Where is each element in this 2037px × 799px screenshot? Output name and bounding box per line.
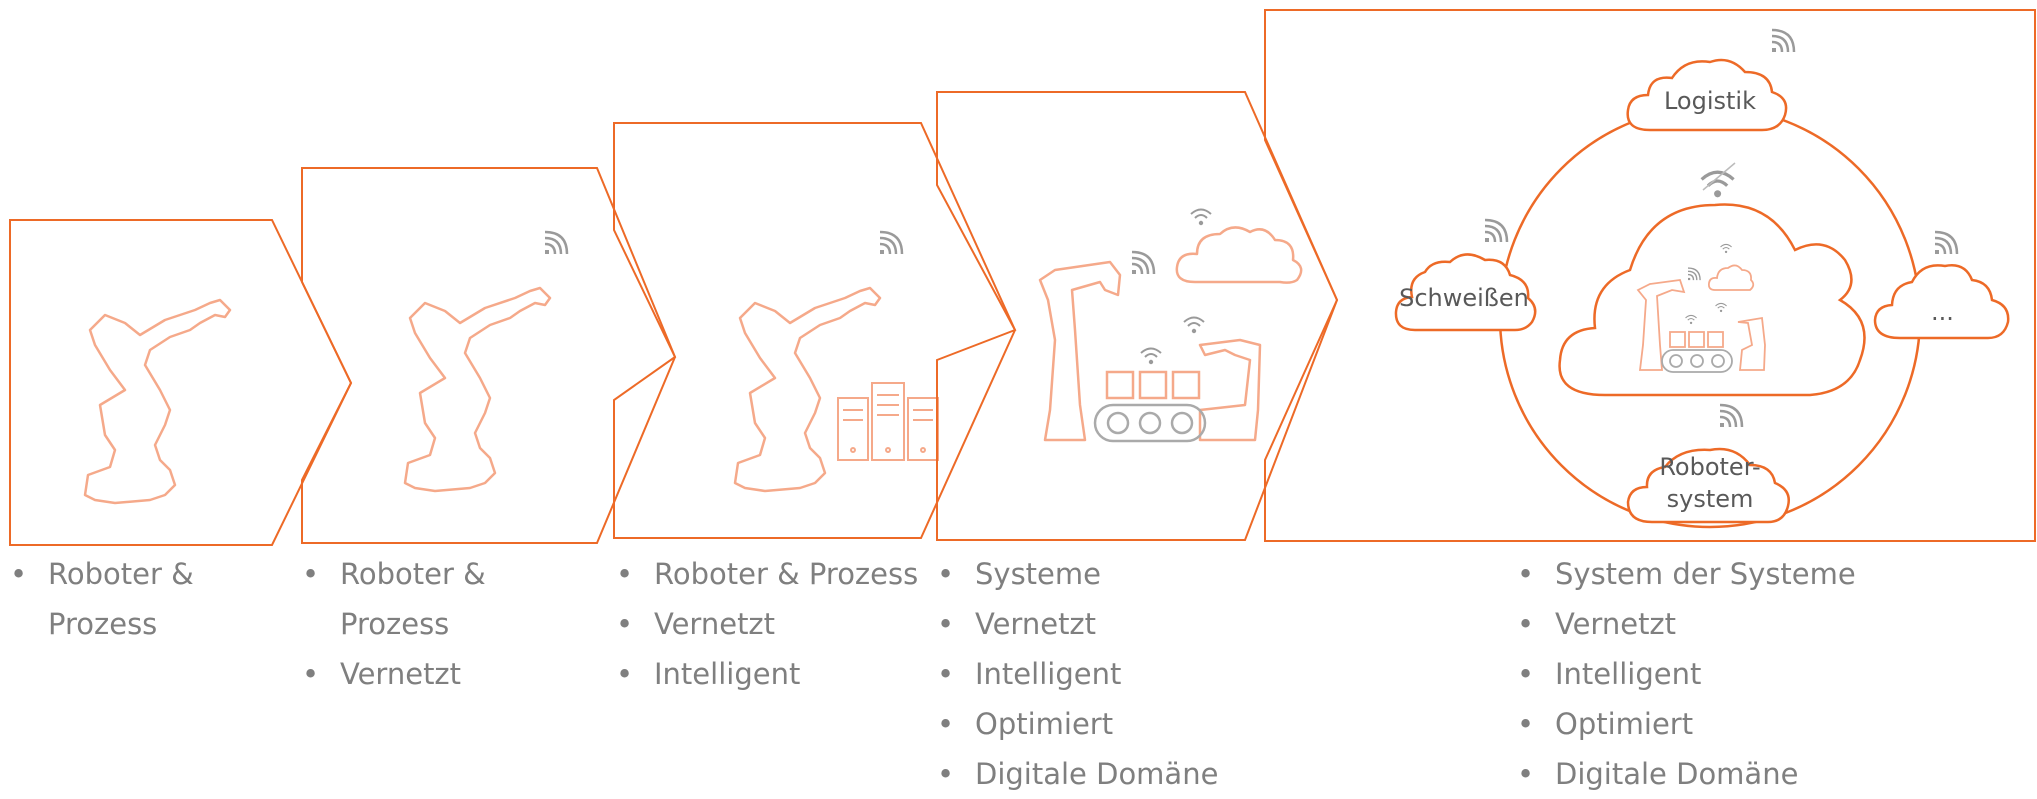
robot-arm-icon [1038,260,1262,442]
bullet-item: Intelligent [1517,649,1917,699]
robot-arm-icon [403,286,552,493]
bullet-item: Systeme [937,549,1257,599]
bullet-item: Intelligent [616,649,946,699]
wifi-icon [1933,230,1959,256]
stage-1 [9,219,353,546]
stage-3 [613,122,1017,539]
mini-factory-icon [1636,264,1766,373]
bullet-item: Roboter & Prozess [616,549,946,599]
wifi-icon [1770,28,1796,54]
conveyor-belt-icon [1093,370,1207,443]
wifi-up-icon [1183,316,1205,335]
bullet-item: Roboter & Prozess [10,549,230,649]
robot-arm-icon [83,298,232,505]
stage-2-bullets: Roboter & Prozess Vernetzt [302,549,532,699]
server-rack-icon [837,382,939,461]
signal-line [1702,162,1736,191]
bullet-item: Digitale Domäne [937,749,1257,799]
wifi-icon [1700,170,1736,199]
stage-2 [301,167,677,544]
stage-5-frame [1264,9,2036,542]
bullet-item: Optimiert [937,699,1257,749]
stage-5-bullets: System der Systeme Vernetzt Intelligent … [1517,549,1917,799]
stage-4-chevron [936,91,1339,541]
bullet-item: Vernetzt [616,599,946,649]
robotersystem-label: Roboter- system [1640,451,1780,515]
wifi-icon [1130,250,1156,276]
cloud-icon [1175,226,1303,284]
bullet-item: Vernetzt [1517,599,1917,649]
more-cloud [1873,264,2010,340]
bullet-item: Intelligent [937,649,1257,699]
stage-1-chevron [9,219,353,546]
wifi-icon [543,230,569,256]
bullet-item: System der Systeme [1517,549,1917,599]
stage-3-chevron [613,122,1017,539]
wifi-icon [878,230,904,256]
robotersystem-cloud [1626,447,1790,524]
bullet-item: Optimiert [1517,699,1917,749]
bullet-item: Digitale Domäne [1517,749,1917,799]
stage-5 [1264,9,2036,542]
wifi-up-icon [1140,347,1162,366]
wifi-icon [1718,403,1744,429]
wifi-icon [1483,218,1509,244]
schweissen-label: Schweißen [1399,284,1529,312]
central-cloud [1558,203,1866,397]
stage-1-bullets: Roboter & Prozess [10,549,230,649]
schweissen-cloud [1394,253,1537,332]
logistik-cloud [1626,58,1788,132]
stage-4-bullets: Systeme Vernetzt Intelligent Optimiert D… [937,549,1257,799]
bullet-item: Vernetzt [937,599,1257,649]
stage-4 [936,91,1339,541]
bullet-item: Vernetzt [302,649,532,699]
robotersystem-label-line2: system [1666,485,1754,513]
wifi-up-icon [1190,208,1212,227]
more-label: ... [1931,298,1954,326]
logistik-label: Logistik [1663,87,1756,115]
stage-2-chevron [301,167,677,544]
bullet-item: Roboter & Prozess [302,549,532,649]
stage-3-bullets: Roboter & Prozess Vernetzt Intelligent [616,549,946,699]
robotersystem-label-line1: Roboter- [1659,453,1761,481]
